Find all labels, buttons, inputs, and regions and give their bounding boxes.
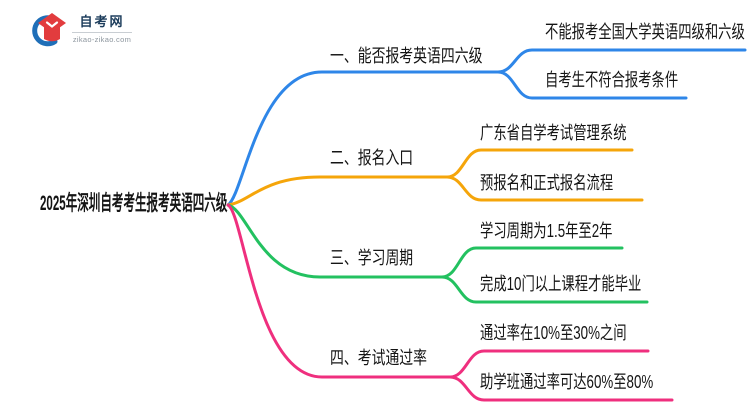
root-topic: 2025年深圳自考考生报考英语四六级 bbox=[40, 192, 228, 215]
logo-divider bbox=[72, 32, 132, 33]
branch-2-child-1-line bbox=[445, 148, 634, 179]
leaf-node-3-2: 完成10门以上课程才能毕业 bbox=[480, 274, 642, 294]
cap-top-shape bbox=[38, 13, 66, 33]
branch-label-3: 三、学习周期 bbox=[330, 248, 414, 268]
leaf-node-3-1: 学习周期为1.5年至2年 bbox=[480, 221, 613, 241]
branch-label-2: 二、报名入口 bbox=[330, 148, 414, 168]
branch-3-main-line bbox=[226, 203, 444, 279]
graduation-cap-logo-icon bbox=[32, 13, 66, 47]
branch-2-child-2-line bbox=[445, 175, 644, 202]
leaf-node-1-1: 不能报考全国大学英语四级和六级 bbox=[545, 22, 745, 42]
leaf-node-1-2: 自考生不符合报考条件 bbox=[545, 70, 679, 90]
branch-3-child-1-line bbox=[440, 246, 624, 279]
branch-3-child-2-line bbox=[440, 275, 649, 304]
leaf-node-4-1: 通过率在10%至30%之间 bbox=[480, 323, 627, 343]
branch-4-main-line bbox=[226, 203, 452, 379]
cap-base-shape bbox=[44, 27, 60, 42]
branch-1-main-line bbox=[226, 70, 500, 207]
site-logo[interactable]: 自考网 zikao-zikao.com bbox=[28, 9, 132, 49]
leaf-node-4-2: 助学班通过率可达60%至80% bbox=[480, 372, 654, 392]
leaf-node-2-1: 广东省自学考试管理系统 bbox=[480, 123, 627, 143]
branch-label-4: 四、考试通过率 bbox=[330, 348, 428, 368]
branch-4-child-2-line bbox=[448, 375, 674, 402]
branch-1-child-2-line bbox=[496, 70, 688, 100]
branch-label-1: 一、能否报考英语四六级 bbox=[330, 46, 483, 66]
branch-2-main-line bbox=[226, 175, 449, 207]
logo-text-block: 自考网 zikao-zikao.com bbox=[72, 14, 132, 44]
leaf-node-2-2: 预报名和正式报名流程 bbox=[480, 173, 614, 193]
cap-mark-shape bbox=[45, 21, 59, 28]
site-domain: zikao-zikao.com bbox=[72, 35, 132, 44]
site-name: 自考网 bbox=[79, 14, 125, 29]
branch-4-child-1-line bbox=[448, 349, 650, 379]
